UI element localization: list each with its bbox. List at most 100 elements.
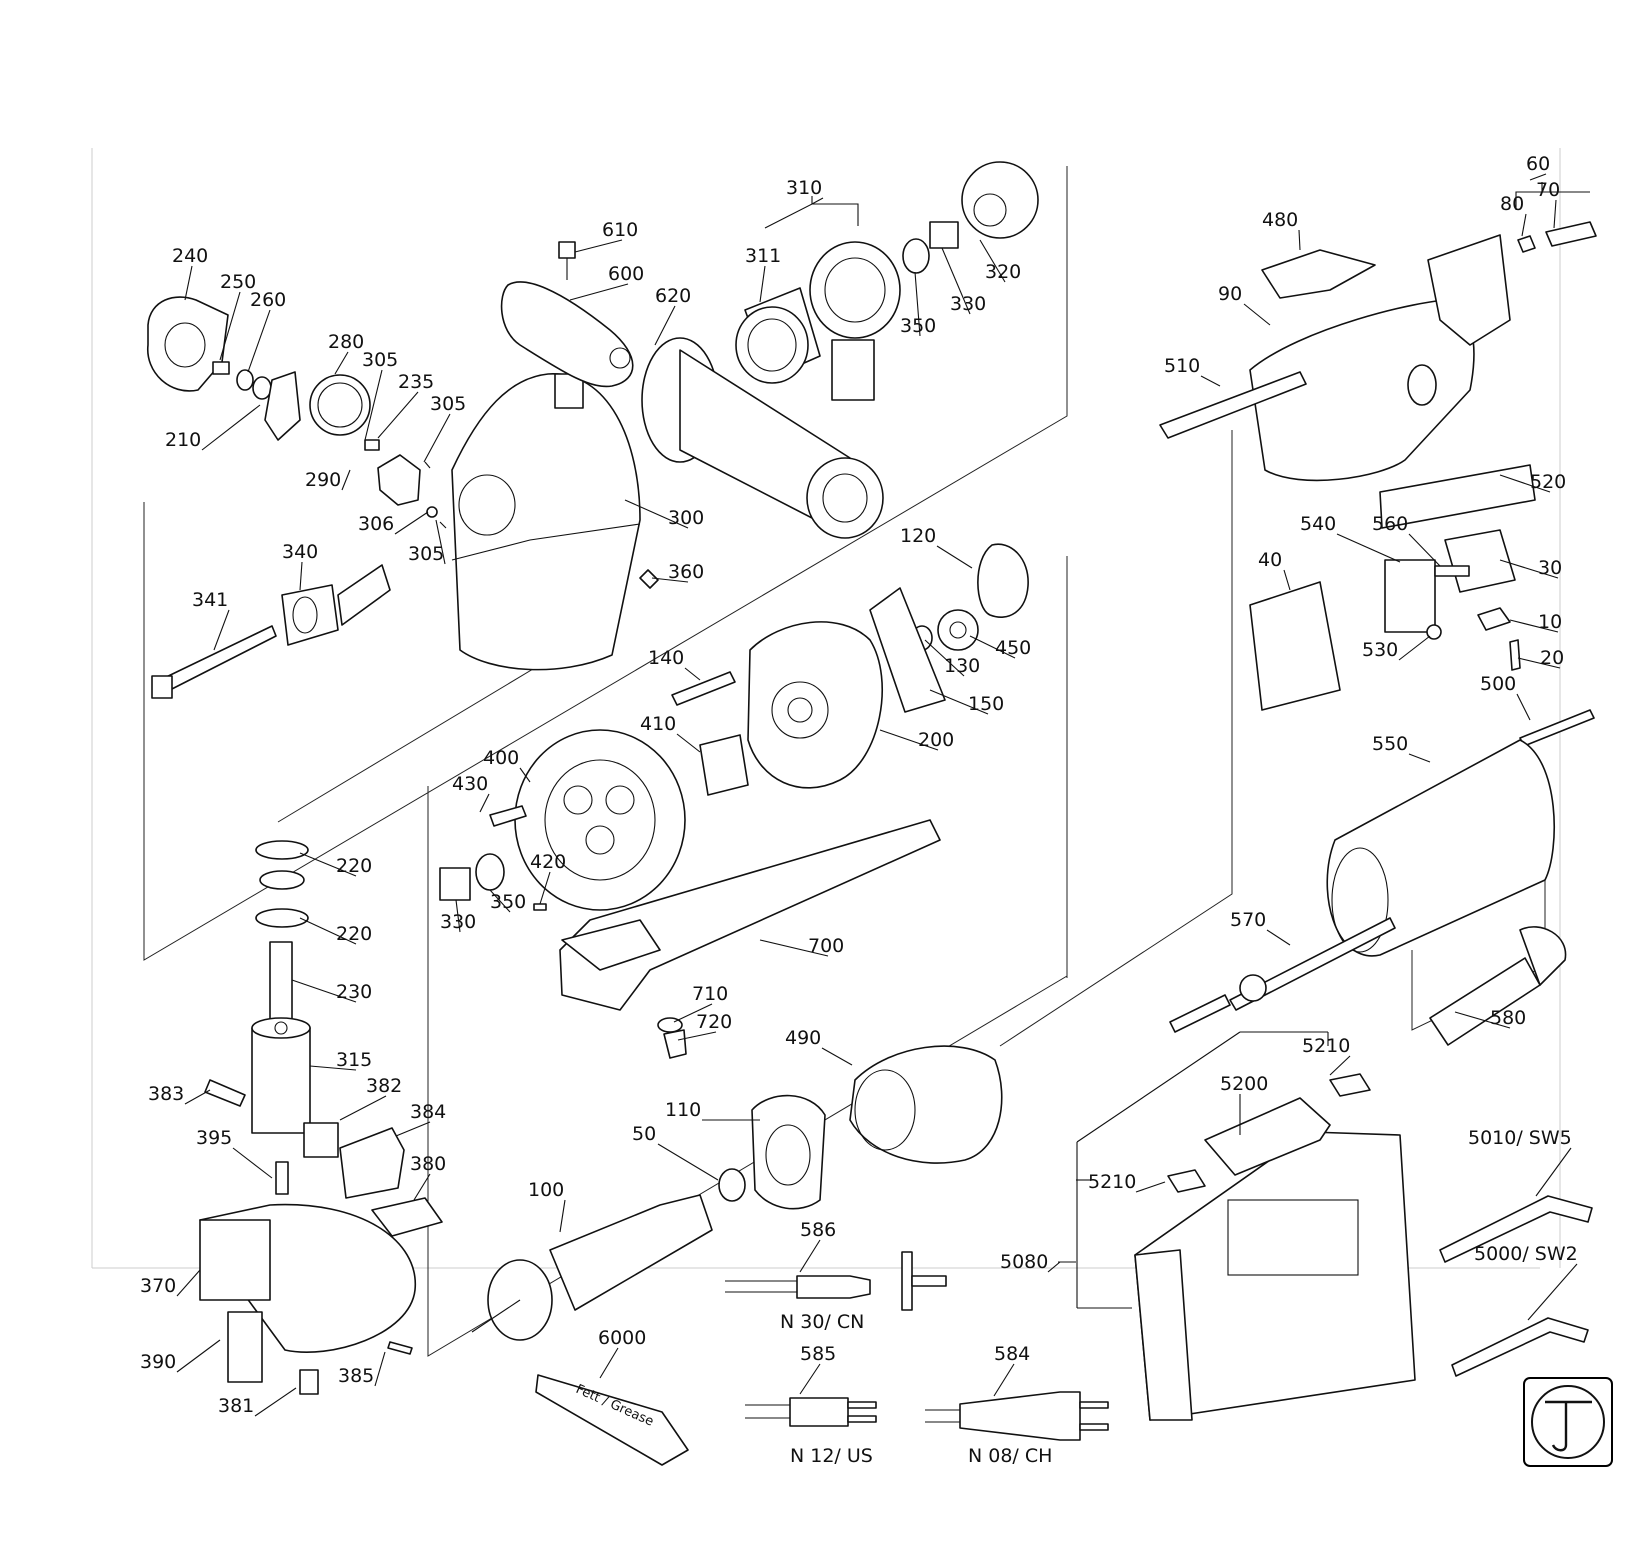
part-label-700-35: 700	[808, 935, 844, 957]
switch-handle-group	[1159, 221, 1597, 747]
plug-586-body	[796, 1275, 871, 1299]
leader-line-68	[1499, 559, 1559, 579]
part-label-290-8: 290	[305, 469, 341, 491]
leader-line-13	[574, 239, 623, 253]
part-306-ball	[426, 506, 438, 518]
leader-line-33	[489, 889, 511, 913]
part-label-6000-55: 6000	[598, 1327, 646, 1349]
part-220-ring-top	[255, 840, 309, 860]
part-600-shape	[500, 281, 634, 388]
leader-line-71	[1398, 635, 1431, 661]
part-385-pin	[387, 1341, 413, 1355]
part-315-block	[251, 1027, 311, 1134]
part-label-530-71: 530	[1362, 639, 1398, 661]
part-label-5200-78: 5200	[1220, 1073, 1268, 1095]
part-label-381-49: 381	[218, 1395, 254, 1417]
part-label-140-24: 140	[648, 647, 684, 669]
part-label-5080-80: 5080	[1000, 1251, 1048, 1273]
part-label-280-3: 280	[328, 331, 364, 353]
part-381-screw	[299, 1369, 319, 1395]
plug-584-body	[959, 1391, 1081, 1441]
part-label-510-64: 510	[1164, 355, 1200, 377]
leader-line-80	[1047, 1261, 1061, 1273]
leader-line-19	[811, 197, 824, 205]
part-700-shoe	[559, 819, 941, 1011]
stator-cable-group	[1169, 739, 1567, 1046]
part-label-305-6: 305	[430, 393, 466, 415]
part-label-390-48: 390	[140, 1351, 176, 1373]
part-label-5000-SW2-82: 5000/ SW2	[1474, 1243, 1578, 1265]
part-383-screw	[204, 1079, 246, 1107]
part-label-330-34: 330	[440, 911, 476, 933]
leader-line-74	[1408, 753, 1431, 763]
part-label-520-65: 520	[1530, 471, 1566, 493]
part-label-50-53: 50	[632, 1123, 656, 1145]
part-570-shaft	[1229, 917, 1396, 1011]
leader-line-3	[334, 351, 349, 375]
part-label-70-61: 70	[1536, 179, 1560, 201]
plug-585-body	[789, 1397, 849, 1427]
part-550-stator	[1326, 739, 1556, 957]
part-label-240-0: 240	[172, 245, 208, 267]
leader-line-76	[1454, 1011, 1511, 1029]
part-label-360-17: 360	[668, 561, 704, 583]
leader-line-5	[377, 391, 419, 439]
part-label-430-31: 430	[452, 773, 488, 795]
part-5000-key	[1451, 1317, 1589, 1377]
left-column-group	[199, 840, 443, 1395]
part-580-cable	[1429, 957, 1541, 1046]
leader-line-72	[1517, 657, 1561, 669]
leader-line-40	[291, 979, 357, 1003]
part-350-washer	[902, 238, 930, 274]
part-label-350-22: 350	[900, 315, 936, 337]
leader-line-2	[247, 309, 271, 373]
leader-line-38	[299, 852, 357, 877]
part-label-490-51: 490	[785, 1027, 821, 1049]
part-label-560-67: 560	[1372, 513, 1408, 535]
part-150-gasket	[869, 587, 946, 713]
part-label-720-37: 720	[696, 1011, 732, 1033]
part-label-60-59: 60	[1526, 153, 1550, 175]
part-235-shape	[377, 454, 421, 506]
part-510-rod	[1159, 371, 1307, 439]
plug-584-pin-b	[1079, 1423, 1109, 1431]
part-80-shape	[1517, 235, 1536, 253]
leader-line-44	[395, 1121, 431, 1137]
part-360-screw	[639, 569, 659, 589]
leader-line-50	[374, 1351, 386, 1387]
leader-line-32	[539, 871, 551, 905]
part-480-button	[1261, 249, 1376, 299]
part-320-gear	[961, 161, 1039, 239]
leader-line-20	[979, 239, 1006, 283]
plug-standard-label-1: N 12/ US	[790, 1445, 873, 1467]
part-500-screw	[1519, 709, 1595, 747]
leader-line-81	[1535, 1147, 1572, 1197]
part-380-plate	[371, 1197, 443, 1237]
part-label-550-74: 550	[1372, 733, 1408, 755]
leader-line-4	[364, 369, 383, 441]
leader-line-10	[435, 519, 446, 565]
leader-line-79	[1135, 1181, 1166, 1193]
part-label-110-52: 110	[665, 1099, 701, 1121]
part-540-holder	[1384, 559, 1436, 633]
part-620-end	[806, 457, 884, 539]
label-leaders	[176, 173, 1578, 1417]
part-label-341-12: 341	[192, 589, 228, 611]
part-580-plug	[1519, 926, 1567, 986]
part-label-410-28: 410	[640, 713, 676, 735]
gear-head-group	[147, 296, 447, 699]
leader-line-65	[1499, 474, 1551, 493]
part-label-150-27: 150	[968, 693, 1004, 715]
part-370-block	[199, 1219, 271, 1301]
part-120-baffle	[977, 543, 1029, 618]
plug-584-pin-a	[1079, 1401, 1109, 1409]
part-60-switch	[1427, 234, 1511, 346]
part-label-300-16: 300	[668, 507, 704, 529]
part-label-380-46: 380	[410, 1153, 446, 1175]
part-label-610-13: 610	[602, 219, 638, 241]
leader-line-15	[654, 305, 676, 346]
leader-line-49	[254, 1387, 297, 1417]
part-label-570-75: 570	[1230, 909, 1266, 931]
leader-line-56	[799, 1239, 821, 1273]
